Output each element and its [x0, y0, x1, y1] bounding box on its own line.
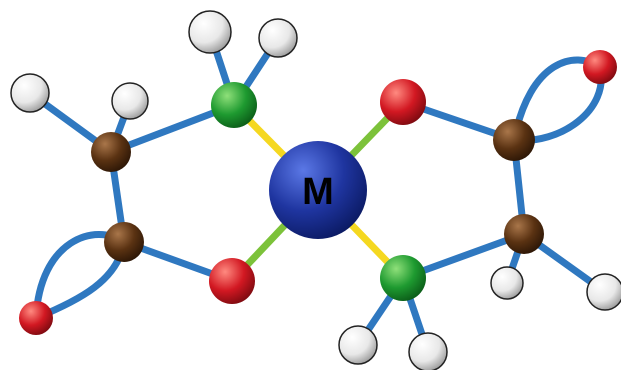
metal-atom — [269, 141, 367, 239]
hydrogen-atom — [10, 73, 50, 113]
hydrogen-atom — [408, 332, 448, 370]
oxygen-atom — [583, 50, 617, 84]
hydrogen-atom — [586, 273, 621, 311]
atoms: M — [10, 10, 621, 370]
hydrogen-atom — [111, 82, 149, 120]
carbon-atom — [104, 222, 144, 262]
nitrogen-atom — [380, 255, 426, 301]
hydrogen-atom — [258, 18, 298, 58]
carbon-atom — [493, 119, 535, 161]
hydrogen-atom — [188, 10, 232, 54]
oxygen-atom — [19, 301, 53, 335]
metal-label: M — [302, 171, 334, 213]
hydrogen-atom — [338, 325, 378, 365]
oxygen-atom — [209, 258, 255, 304]
carbon-atom — [91, 132, 131, 172]
carbon-atom — [504, 214, 544, 254]
hydrogen-atom — [490, 266, 524, 300]
oxygen-atom — [380, 79, 426, 125]
nitrogen-atom — [211, 82, 257, 128]
